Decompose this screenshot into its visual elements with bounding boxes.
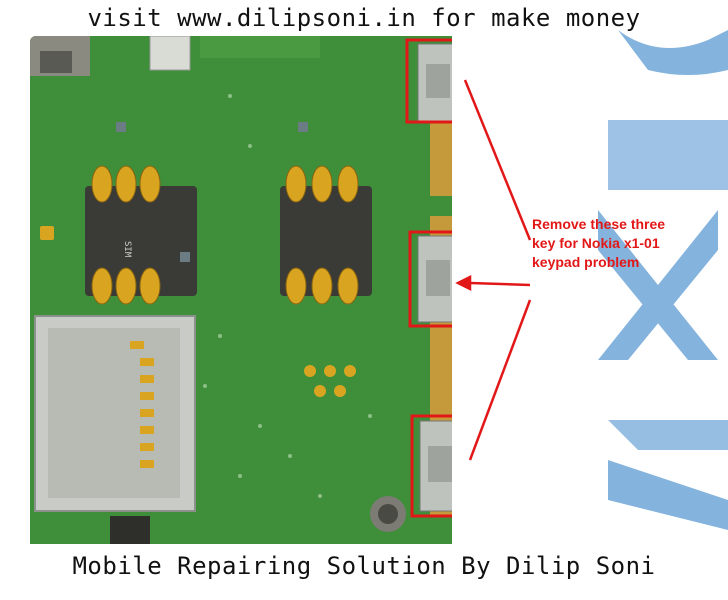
keypad-switch-middle <box>417 235 452 323</box>
annotation-line-1: Remove these three <box>532 216 666 232</box>
keypad-switch-bottom <box>419 420 452 512</box>
annotation-line-2: key for Nokia x1-01 <box>532 235 660 251</box>
circuit-board-photo: SIM <box>30 36 452 544</box>
sim-connector-right <box>280 165 372 305</box>
highlight-boxes <box>405 38 452 518</box>
annotation-line-3: keypad problem <box>532 254 640 270</box>
bottom-banner: Mobile Repairing Solution By Dilip Soni <box>72 552 656 580</box>
sim-connector-left: SIM <box>85 165 197 305</box>
top-banner: visit www.dilipsoni.in for make money <box>87 4 641 32</box>
annotation-text: Remove these three key for Nokia x1-01 k… <box>532 215 712 272</box>
circuit-board-illustration: SIM <box>30 36 452 544</box>
highlight-box-top <box>405 38 452 124</box>
watermark-logo <box>598 30 728 530</box>
highlight-box-bottom <box>410 414 452 518</box>
svg-text:SIM: SIM <box>122 241 132 258</box>
memory-card-slot <box>34 315 196 512</box>
keypad-switch-top <box>417 43 452 123</box>
highlight-box-middle <box>408 230 452 328</box>
